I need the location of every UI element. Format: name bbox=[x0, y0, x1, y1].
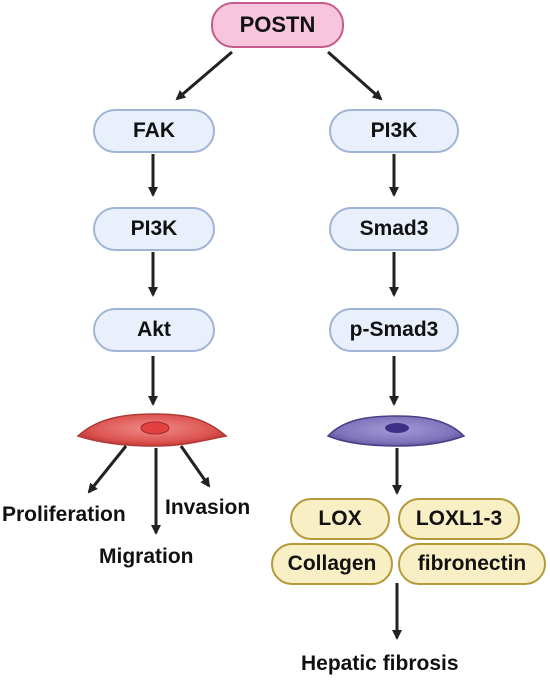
smad3-label: Smad3 bbox=[359, 217, 429, 240]
akt-label: Akt bbox=[137, 318, 171, 341]
arrow-to-invasion bbox=[179, 445, 211, 488]
red-spindle-cell-icon bbox=[76, 413, 228, 447]
postn-label: POSTN bbox=[239, 12, 316, 37]
smad3-node: Smad3 bbox=[329, 207, 459, 251]
fibronectin-node: fibronectin bbox=[398, 543, 546, 585]
postn-node: POSTN bbox=[211, 2, 344, 48]
collagen-label: Collagen bbox=[287, 552, 377, 575]
migration-label: Migration bbox=[99, 545, 194, 568]
invasion-label: Invasion bbox=[165, 496, 251, 519]
loxl-label: LOXL1-3 bbox=[415, 507, 503, 530]
proliferation-label: Proliferation bbox=[2, 503, 126, 526]
psmad3-label: p-Smad3 bbox=[349, 318, 439, 341]
purple-stellate-cell-icon bbox=[326, 415, 466, 447]
left-pi3k-node: PI3K bbox=[93, 207, 215, 251]
akt-node: Akt bbox=[93, 308, 215, 352]
collagen-node: Collagen bbox=[271, 543, 393, 585]
right-pi3k-label: PI3K bbox=[370, 119, 418, 142]
fibronectin-label: fibronectin bbox=[417, 552, 527, 575]
arrow-to-proliferation bbox=[87, 445, 128, 494]
lox-label: LOX bbox=[318, 507, 362, 530]
arrow-postn-pi3k bbox=[327, 50, 383, 101]
fak-node: FAK bbox=[93, 109, 215, 153]
lox-node: LOX bbox=[290, 498, 390, 540]
psmad3-node: p-Smad3 bbox=[329, 308, 459, 352]
hepatic-fibrosis-label: Hepatic fibrosis bbox=[301, 652, 459, 675]
fak-label: FAK bbox=[133, 119, 175, 142]
arrow-postn-fak bbox=[175, 50, 233, 101]
right-pi3k-node: PI3K bbox=[329, 109, 459, 153]
loxl-node: LOXL1-3 bbox=[398, 498, 520, 540]
left-pi3k-label: PI3K bbox=[130, 217, 178, 240]
